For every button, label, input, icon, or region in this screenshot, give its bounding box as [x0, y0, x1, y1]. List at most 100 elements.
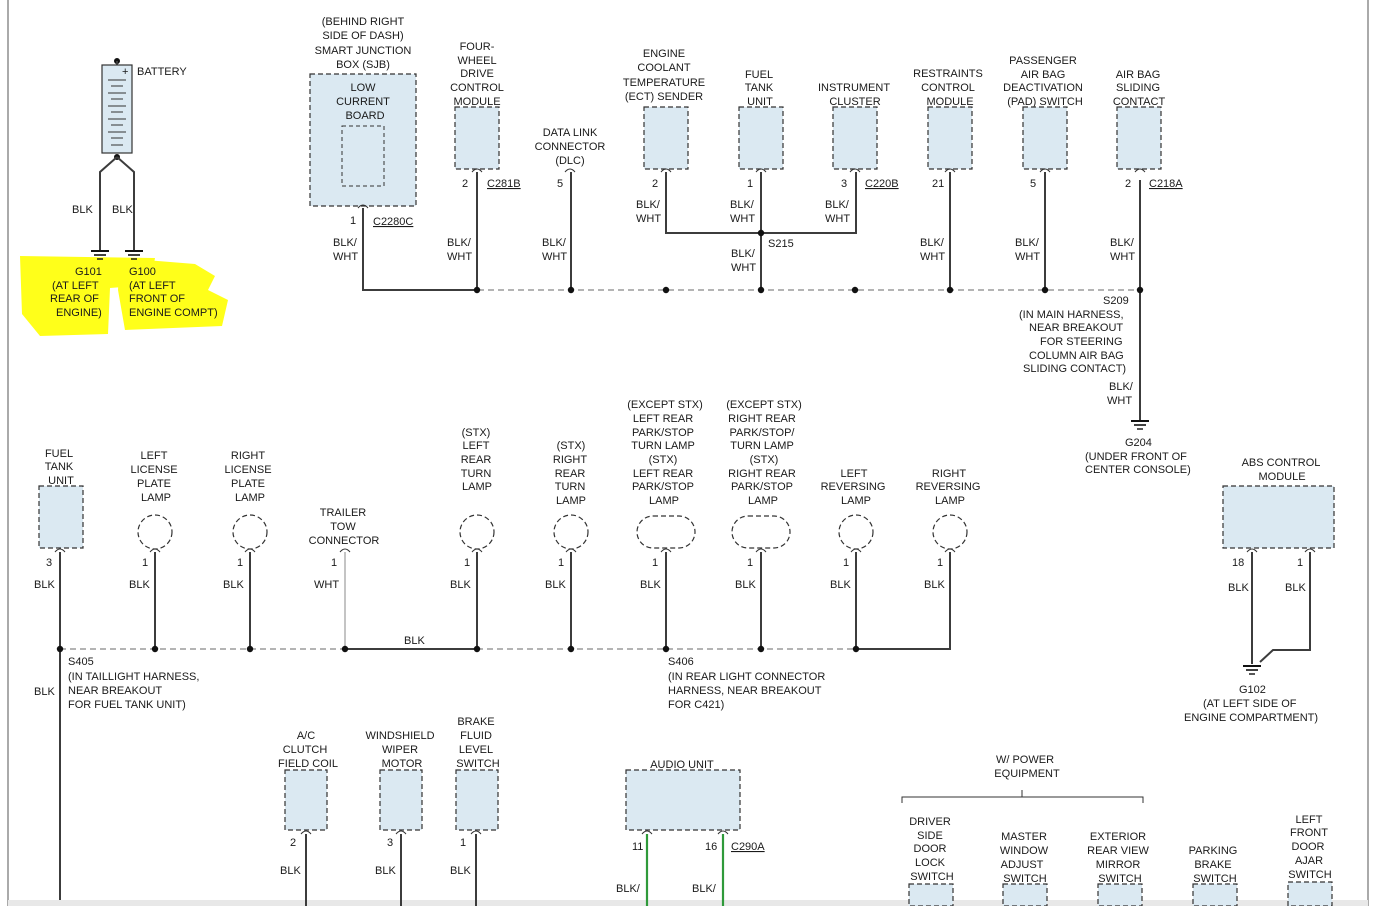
mwa-label-2: WINDOW [1000, 845, 1049, 857]
lrv-label-3: LAMP [841, 495, 871, 507]
audio-unit: AUDIO UNIT 11 16 C290A BLK/ BLK/ [616, 759, 765, 906]
left-reversing-lamp: LEFT REVERSING LAMP 1 BLK [821, 468, 885, 649]
audio-connector: C290A [731, 841, 765, 853]
rcm-label-2: CONTROL [921, 82, 975, 94]
4wd-label-1: FOUR- [460, 41, 495, 53]
left-rear-park-stop-lamp: (EXCEPT STX) LEFT REAR PARK/STOP TURN LA… [627, 399, 703, 649]
mwa-label-4: SWITCH [1003, 873, 1046, 885]
ic-wire-1: BLK/ [825, 199, 850, 211]
ftu2-box [38, 485, 84, 549]
s405-label: S405 [68, 656, 94, 668]
rrp-label-5: (STX) [750, 454, 779, 466]
s215-wire-1: BLK/ [731, 248, 756, 260]
g100-desc-1: (AT LEFT [129, 280, 176, 292]
power-equipment-label-2: EQUIPMENT [994, 768, 1060, 780]
ic-box [832, 106, 878, 170]
pad-label-4: (PAD) SWITCH [1007, 96, 1083, 108]
llp-label-3: PLATE [137, 478, 171, 490]
erv-label-3: MIRROR [1096, 859, 1141, 871]
rcm-label-3: MODULE [926, 96, 973, 108]
ic-wire-2: WHT [825, 213, 850, 225]
rlp-pin: 1 [237, 557, 243, 569]
rlp-label-2: LICENSE [224, 464, 271, 476]
brake-fluid-level-switch: BRAKE FLUID LEVEL SWITCH 1 BLK [450, 716, 500, 906]
rlp-label-1: RIGHT [231, 450, 266, 462]
lrp-label-4: TURN LAMP [631, 440, 695, 452]
ic-label-2: CLUSTER [829, 96, 880, 108]
s405-desc-3: FOR FUEL TANK UNIT) [68, 699, 186, 711]
power-equipment-label-1: W/ POWER [996, 754, 1054, 766]
rrp-label-6: RIGHT REAR [728, 468, 796, 480]
abc-label-3: CONTACT [1113, 96, 1166, 108]
lrp-label-1: (EXCEPT STX) [627, 399, 703, 411]
rrt-label-5: LAMP [556, 495, 586, 507]
lrt-label-1: (STX) [462, 427, 491, 439]
air-bag-sliding-contact: AIR BAG SLIDING CONTACT 2 C218A BLK/ WHT [1110, 69, 1183, 263]
sjb-inner-3: BOARD [345, 110, 384, 122]
dlc-label-3: (DLC) [555, 155, 584, 167]
sjb-label-1: (BEHIND RIGHT [322, 16, 405, 28]
ddl-label-3: DOOR [914, 843, 947, 855]
abs-label-2: MODULE [1258, 471, 1305, 483]
dlc-label-1: DATA LINK [543, 127, 598, 139]
sjb-box [309, 73, 417, 207]
bfl-label-2: FLUID [460, 730, 492, 742]
ttc-label-3: CONNECTOR [309, 535, 380, 547]
ftu-wire-2: WHT [730, 213, 755, 225]
abs-label-1: ABS CONTROL [1242, 457, 1321, 469]
lrp-label-8: LAMP [649, 495, 679, 507]
g102-id: G102 [1239, 684, 1266, 696]
bottom-scrollbar[interactable] [8, 900, 1368, 906]
ftu2-pin: 3 [46, 557, 52, 569]
audio-pin-right: 16 [705, 841, 717, 853]
erv-label-2: REAR VIEW [1087, 845, 1149, 857]
s209-wire-1: BLK/ [1109, 381, 1134, 393]
acc-label-2: CLUTCH [283, 744, 328, 756]
abc-connector: C218A [1149, 178, 1183, 190]
pad-box [1022, 106, 1068, 170]
ftu-pin: 1 [747, 178, 753, 190]
s405-desc-2: NEAR BREAKOUT [68, 685, 162, 697]
ect-label-2: COOLANT [637, 62, 690, 74]
trailer-tow-connector: TRAILER TOW CONNECTOR 1 WHT [309, 507, 380, 649]
lrp-label-6: LEFT REAR [633, 468, 693, 480]
lfd-label-4: AJAR [1295, 855, 1323, 867]
s209-wire-2: WHT [1107, 395, 1132, 407]
llp-label-4: LAMP [141, 492, 171, 504]
abc-wire-1: BLK/ [1110, 237, 1135, 249]
fuel-tank-unit-mid: FUEL TANK UNIT 3 BLK [34, 448, 84, 649]
rrv-label-3: LAMP [935, 495, 965, 507]
lrp-label-3: PARK/STOP [632, 427, 694, 439]
bfl-wire: BLK [450, 865, 471, 877]
ftu-label-2: TANK [745, 82, 774, 94]
4wd-label-5: MODULE [453, 96, 500, 108]
acc-wire: BLK [280, 865, 301, 877]
sjb-inner-1: LOW [350, 82, 376, 94]
pad-pin: 5 [1030, 178, 1036, 190]
rrv-pin: 1 [937, 557, 943, 569]
ftu2-label-2: TANK [45, 461, 74, 473]
low-current-board [341, 125, 385, 187]
left-front-door-ajar-switch: LEFT FRONT DOOR AJAR SWITCH [1287, 814, 1333, 907]
battery-wire-right-label: BLK [112, 204, 133, 216]
battery-symbol [101, 64, 133, 154]
s406-desc-3: FOR C421) [668, 699, 724, 711]
pad-label-1: PASSENGER [1009, 55, 1077, 67]
pbs-label-1: PARKING [1189, 845, 1238, 857]
ftu-label-1: FUEL [745, 69, 773, 81]
rrp-label-3: PARK/STOP/ [729, 427, 795, 439]
ttc-pin: 1 [331, 557, 337, 569]
power-equipment-group: W/ POWER EQUIPMENT [901, 754, 1144, 803]
abs-pin-left: 18 [1232, 557, 1244, 569]
ect-box [643, 106, 689, 170]
rrt-label-4: TURN [555, 481, 586, 493]
ftu2-label-1: FUEL [45, 448, 73, 460]
bfl-label-1: BRAKE [457, 716, 494, 728]
sjb-inner-2: CURRENT [336, 96, 390, 108]
bfl-label-4: SWITCH [456, 758, 499, 770]
acc-box [284, 769, 328, 831]
rrp-label-1: (EXCEPT STX) [726, 399, 802, 411]
sjb-wire-2: WHT [333, 251, 358, 263]
g102-desc-2: ENGINE COMPARTMENT) [1184, 712, 1318, 724]
